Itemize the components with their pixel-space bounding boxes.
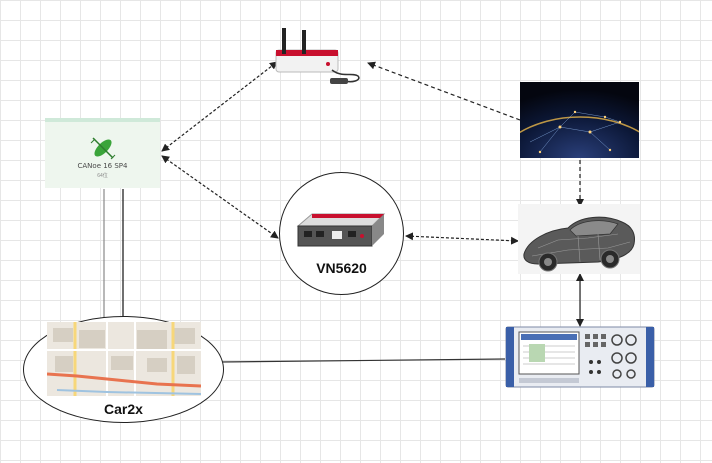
street-map — [47, 322, 201, 396]
canoe-logo-icon — [89, 134, 117, 160]
edge-globe-router — [368, 63, 520, 120]
canoe-node[interactable]: CANoe 16 SP4 64位 — [45, 118, 160, 188]
edge-vn5620-car — [406, 236, 518, 241]
cellular-router-icon[interactable] — [272, 26, 368, 90]
car2x-label: Car2x — [23, 401, 224, 417]
vn5620-interface-device-icon — [292, 208, 392, 254]
edge-canoe-vn5620 — [162, 156, 278, 238]
vn5620-label: VN5620 — [279, 260, 404, 276]
radio-communication-tester[interactable] — [505, 326, 655, 388]
canoe-title: CANoe 16 SP4 — [45, 162, 160, 170]
global-network-photo — [520, 82, 639, 158]
canoe-subtitle: 64位 — [45, 172, 160, 179]
vehicle-3d-model[interactable] — [518, 204, 640, 274]
edge-car2x-tester — [220, 359, 505, 362]
edge-canoe-router — [162, 62, 277, 151]
